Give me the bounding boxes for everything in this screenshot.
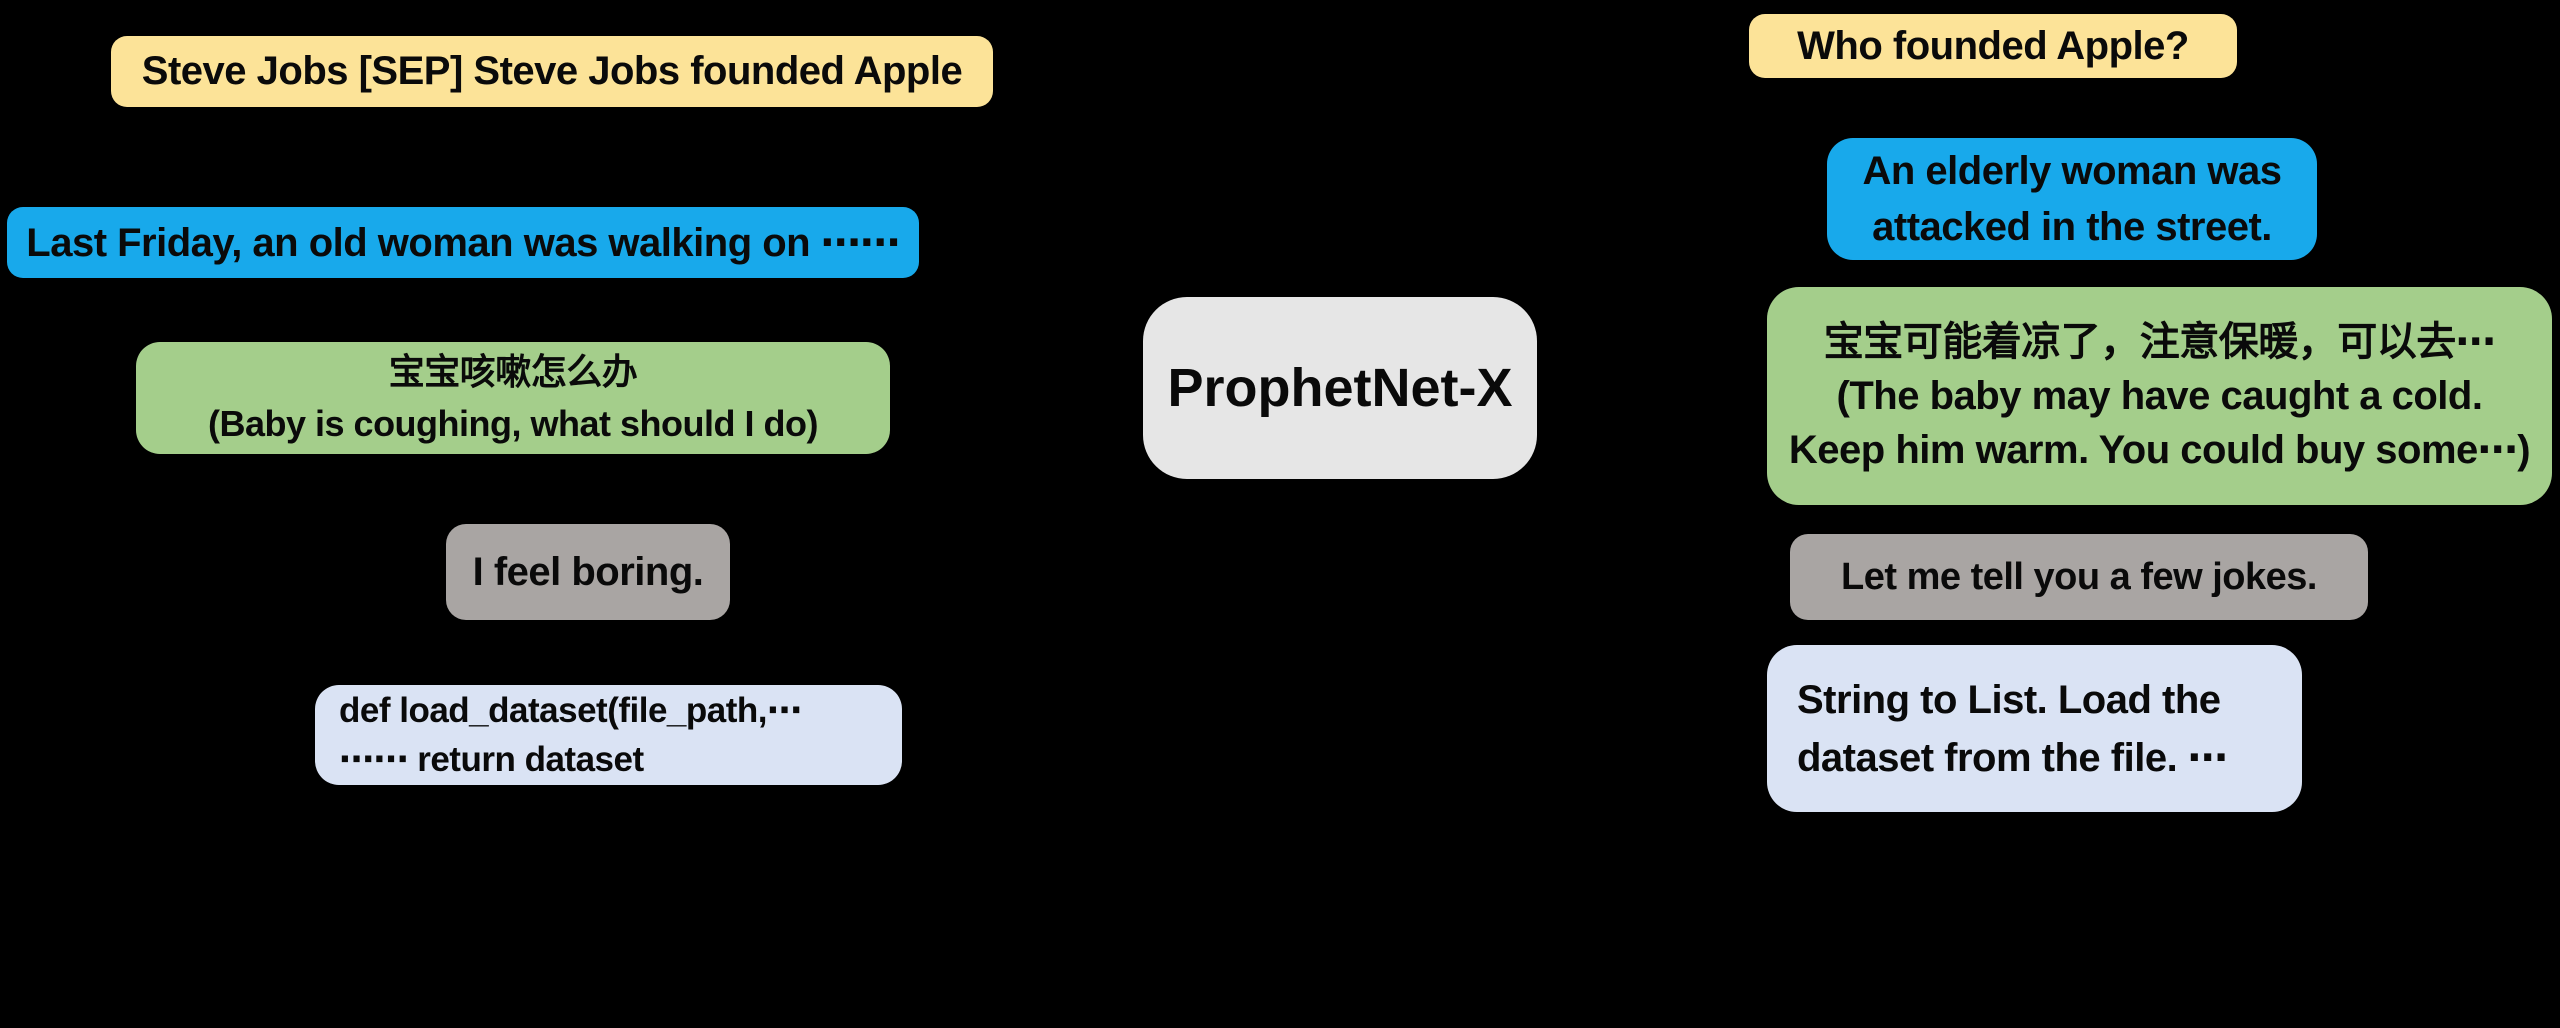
bubble-text-line: String to List. Load the — [1797, 677, 2221, 722]
bubble-text-line: Who founded Apple? — [1797, 23, 2189, 68]
model-name-label: ProphetNet-X — [1167, 358, 1513, 418]
input-english-dialogue-bubble: I feel boring. — [446, 524, 730, 620]
bubble-text-line: Let me tell you a few jokes. — [1841, 555, 2317, 598]
bubble-text-line: (The baby may have caught a cold. — [1836, 374, 2483, 418]
prophetnet-x-model-box: ProphetNet-X — [1143, 297, 1537, 479]
bubble-text-line: I feel boring. — [472, 549, 704, 594]
bubble-text-line: 宝宝可能着凉了，注意保暖，可以去⋯ — [1823, 320, 2496, 364]
bubble-text-line: Keep him warm. You could buy some⋯) — [1788, 428, 2531, 472]
bubble-text-line: Steve Jobs [SEP] Steve Jobs founded Appl… — [141, 49, 963, 93]
bubble-text-line: ⋯⋯ return dataset — [339, 740, 644, 779]
input-chinese-dialogue-bubble: 宝宝咳嗽怎么办 (Baby is coughing, what should I… — [136, 342, 890, 454]
bubble-text-line: Last Friday, an old woman was walking on… — [26, 220, 900, 265]
bubble-text-line: dataset from the file. ⋯ — [1797, 735, 2228, 780]
input-summarization-bubble: Last Friday, an old woman was walking on… — [7, 207, 919, 278]
bubble-text-line: 宝宝咳嗽怎么办 — [388, 350, 638, 392]
output-summarization-bubble: An elderly woman was attacked in the str… — [1827, 138, 2317, 260]
bubble-text-line: attacked in the street. — [1872, 205, 2272, 249]
bubble-text-line: An elderly woman was — [1862, 149, 2282, 193]
input-question-generation-bubble: Steve Jobs [SEP] Steve Jobs founded Appl… — [111, 36, 993, 107]
output-english-dialogue-bubble: Let me tell you a few jokes. — [1790, 534, 2368, 620]
bubble-text-line: (Baby is coughing, what should I do) — [208, 403, 818, 444]
input-code-bubble: def load_dataset(file_path,⋯ ⋯⋯ return d… — [315, 685, 902, 785]
output-code-bubble: String to List. Load the dataset from th… — [1767, 645, 2302, 812]
output-question-generation-bubble: Who founded Apple? — [1749, 14, 2237, 78]
bubble-text-line: def load_dataset(file_path,⋯ — [339, 691, 802, 730]
output-chinese-dialogue-bubble: 宝宝可能着凉了，注意保暖，可以去⋯ (The baby may have cau… — [1767, 287, 2552, 505]
